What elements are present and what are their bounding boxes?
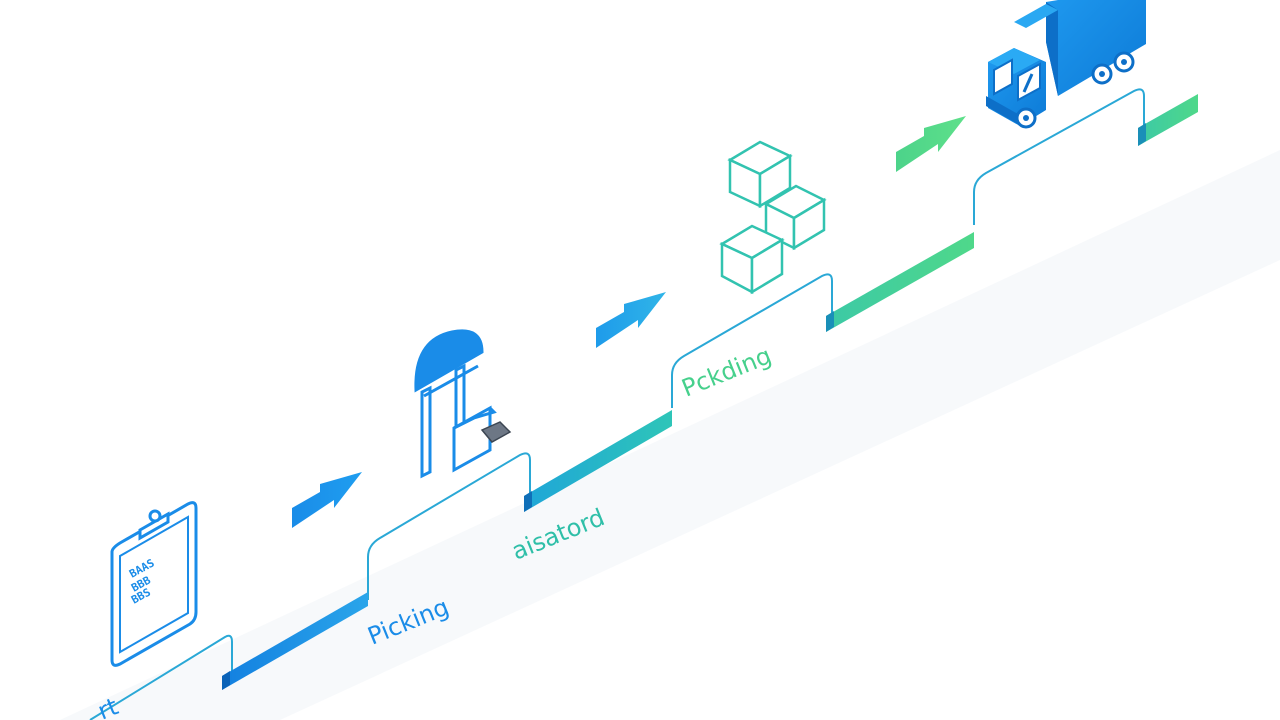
truck-icon: [986, 0, 1146, 129]
bar-segment-4: [1138, 94, 1198, 146]
bar-segment-3: [826, 232, 974, 332]
bar-segment-1: [222, 592, 368, 690]
arrow-icon-3: [896, 116, 966, 172]
shadow-band: [60, 150, 1280, 720]
clipboard-icon: BAAS BBB BBS: [110, 501, 198, 667]
arrow-icon-1: [292, 472, 362, 528]
boxes-icon: [719, 140, 827, 295]
bar-segment-2: [524, 410, 672, 512]
picking-station-icon: [414, 329, 512, 479]
step-outline: [89, 88, 1145, 720]
arrow-icon-2: [596, 292, 666, 348]
